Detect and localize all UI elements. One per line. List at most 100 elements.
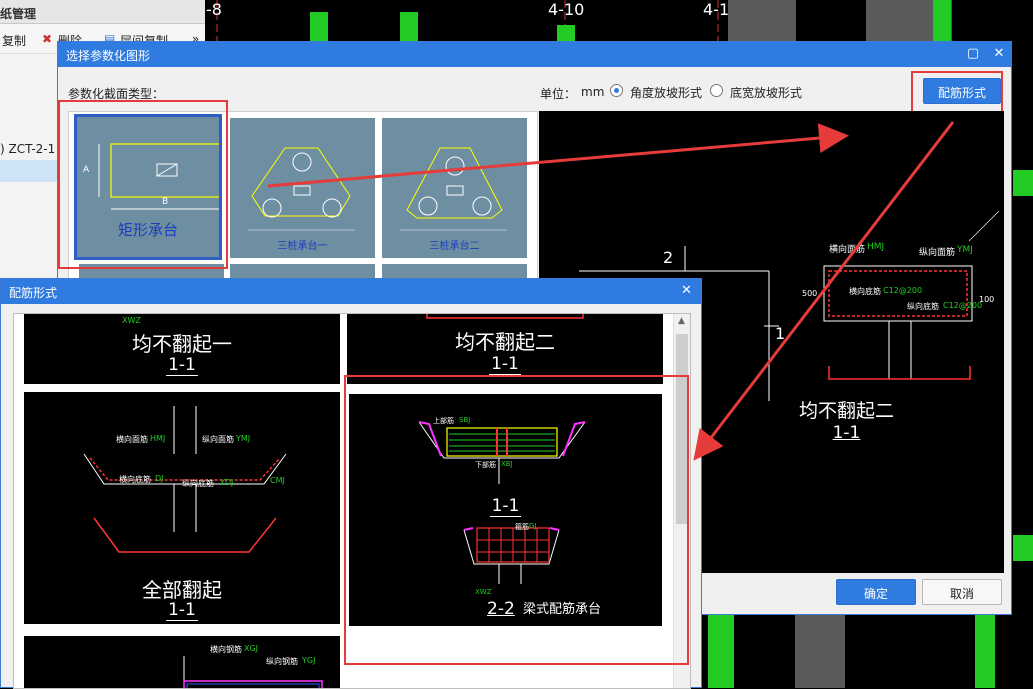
label-code: SBJ <box>459 416 471 424</box>
label-transverse-bottom: 横向底筋 <box>119 475 151 484</box>
label-code: XWZ <box>475 588 492 596</box>
cell-drawing <box>418 421 586 584</box>
column-marker <box>708 615 734 688</box>
thumb-caption: 三桩承台二 <box>429 241 480 252</box>
ok-button[interactable]: 确定 <box>836 579 916 605</box>
label-code: DJ <box>155 474 164 483</box>
cell-drawing <box>83 406 287 553</box>
label-code: XBJ <box>501 460 513 468</box>
cell-section-b: 2-2 <box>487 599 515 619</box>
preview-mark: 2 <box>663 248 674 267</box>
more-button[interactable]: » <box>192 32 200 46</box>
column-marker <box>1013 535 1033 561</box>
cell-section-a: 1-1 <box>349 496 662 517</box>
cell-title: 全部翻起 <box>142 578 222 602</box>
rect-cap-drawing <box>98 143 219 210</box>
label-dim-100: 100 <box>979 295 995 304</box>
column-marker <box>975 615 995 688</box>
preview-mark: 1 <box>775 324 786 343</box>
peijin-cell-5[interactable]: 横向钢筋 XGJ 纵向钢筋 YGJ <box>24 636 340 688</box>
highlight-box <box>58 100 228 269</box>
list-item[interactable]: ) ZCT-2-1 <box>0 138 205 160</box>
label-code: C12@200 <box>943 301 983 310</box>
label-code: GJ <box>529 522 537 530</box>
cell-section-text: 1-1 <box>489 496 522 517</box>
cell-drawing <box>183 656 323 688</box>
label-code: HMJ <box>867 242 885 252</box>
label-longitudinal-top: 纵向面筋 <box>202 435 234 444</box>
cell-title: 均不翻起一 <box>132 332 232 356</box>
column-block <box>795 615 845 688</box>
radio-width-label[interactable]: 底宽放坡形式 <box>730 86 803 100</box>
label-top-bar: 上部筋 <box>433 417 454 425</box>
column-marker <box>400 12 418 42</box>
label-longitudinal-bottom: 纵向底筋 <box>182 479 214 488</box>
label-code: XWZ <box>122 316 141 325</box>
label-code: YMJ <box>236 434 251 443</box>
column-marker <box>933 0 951 42</box>
label-longitudinal-bottom: 纵向底筋 <box>907 302 939 311</box>
label-dim-500: 500 <box>802 289 818 298</box>
cell-section: 1-1 <box>347 354 663 375</box>
dialog-title: 配筋形式 <box>9 286 58 300</box>
label-code: YGJ <box>302 656 316 665</box>
copy-button[interactable]: 复制 <box>2 34 27 48</box>
thumb-caption: 矩形承台 <box>117 221 178 239</box>
cell-section: 1-1 <box>24 355 340 376</box>
panel-header: 纸管理 <box>0 0 205 24</box>
label-code: HMJ <box>150 434 166 443</box>
scroll-up-icon[interactable]: ▲ <box>678 316 685 326</box>
delete-icon[interactable]: ✖ <box>42 32 53 46</box>
column-marker <box>1013 170 1033 196</box>
label-transverse-top: 横向面筋 <box>116 435 148 444</box>
unit-value: mm <box>581 85 605 99</box>
peijin-cell-4[interactable]: 上部筋 SBJ 下部筋 XBJ 箍筋 GJ XWZ 1-1 2-2 梁式配筋承台 <box>349 394 662 626</box>
peijin-form-dialog: 配筋形式 ✕ XWZ 均不翻起一 1-1 均不翻起二 1-1 <box>0 278 702 689</box>
cell-section-text: 1-1 <box>166 600 198 621</box>
column-marker <box>557 25 575 42</box>
peijin-cell-3[interactable]: 横向面筋 HMJ 纵向面筋 YMJ 横向底筋 DJ 纵向底筋 YDJ CMJ 全… <box>24 392 340 624</box>
column-block <box>728 0 796 42</box>
list-item-label: ) ZCT-2-1 <box>0 142 56 156</box>
label-longitudinal-steel: 纵向钢筋 <box>266 657 298 666</box>
dim-b-label: B <box>162 197 169 207</box>
cell-title: 梁式配筋承台 <box>523 602 602 617</box>
layer-copy-icon[interactable]: ▤ <box>104 32 116 46</box>
cell-section: 1-1 <box>24 600 340 621</box>
scrollbar-thumb[interactable] <box>676 334 688 524</box>
label-code: CMJ <box>270 476 285 485</box>
label-transverse-bottom: 横向底筋 <box>849 287 881 296</box>
radio-width[interactable] <box>710 84 723 97</box>
dim-a-label: A <box>83 165 90 175</box>
axis-label: 4-10 <box>548 0 585 19</box>
cancel-button[interactable]: 取消 <box>922 579 1002 605</box>
label-code: YDJ <box>220 478 234 487</box>
highlight-box <box>344 375 689 665</box>
label-stirrup: 箍筋 <box>515 523 529 531</box>
peijin-form-button[interactable]: 配筋形式 <box>923 78 1001 104</box>
label-longitudinal-top: 纵向面筋 <box>919 248 956 258</box>
close-icon[interactable]: ✕ <box>681 283 692 298</box>
label-transverse-steel: 横向钢筋 <box>210 645 242 654</box>
cell-section-text: 1-1 <box>166 355 198 376</box>
label-code: C12@200 <box>883 286 923 295</box>
thumb-three-pile-2[interactable]: 三桩承台二 <box>382 118 527 258</box>
maximize-icon[interactable]: ▢ <box>966 46 980 61</box>
thumb-rect-cap[interactable]: A B 矩形承台 <box>74 114 222 260</box>
close-icon[interactable]: ✕ <box>993 46 1005 61</box>
peijin-cell-1[interactable]: XWZ 均不翻起一 1-1 <box>24 314 340 384</box>
vertical-scrollbar[interactable]: ▲ <box>673 314 690 688</box>
radio-angle-label[interactable]: 角度放坡形式 <box>630 86 703 100</box>
cad-grid-lines <box>216 0 719 45</box>
peijin-cell-2[interactable]: 均不翻起二 1-1 <box>347 314 663 384</box>
cell-section-text: 1-1 <box>489 354 521 375</box>
column-marker <box>310 12 328 42</box>
panel-header-label: 纸管理 <box>0 7 37 21</box>
thumb-caption: 三桩承台一 <box>277 241 328 252</box>
radio-angle[interactable] <box>610 84 623 97</box>
label-transverse-top: 横向面筋 <box>829 245 866 255</box>
cell-drawing <box>426 314 584 319</box>
unit-label: 单位： <box>540 87 577 101</box>
thumb-three-pile-1[interactable]: 三桩承台一 <box>230 118 375 258</box>
axis-label: -8 <box>206 0 222 19</box>
